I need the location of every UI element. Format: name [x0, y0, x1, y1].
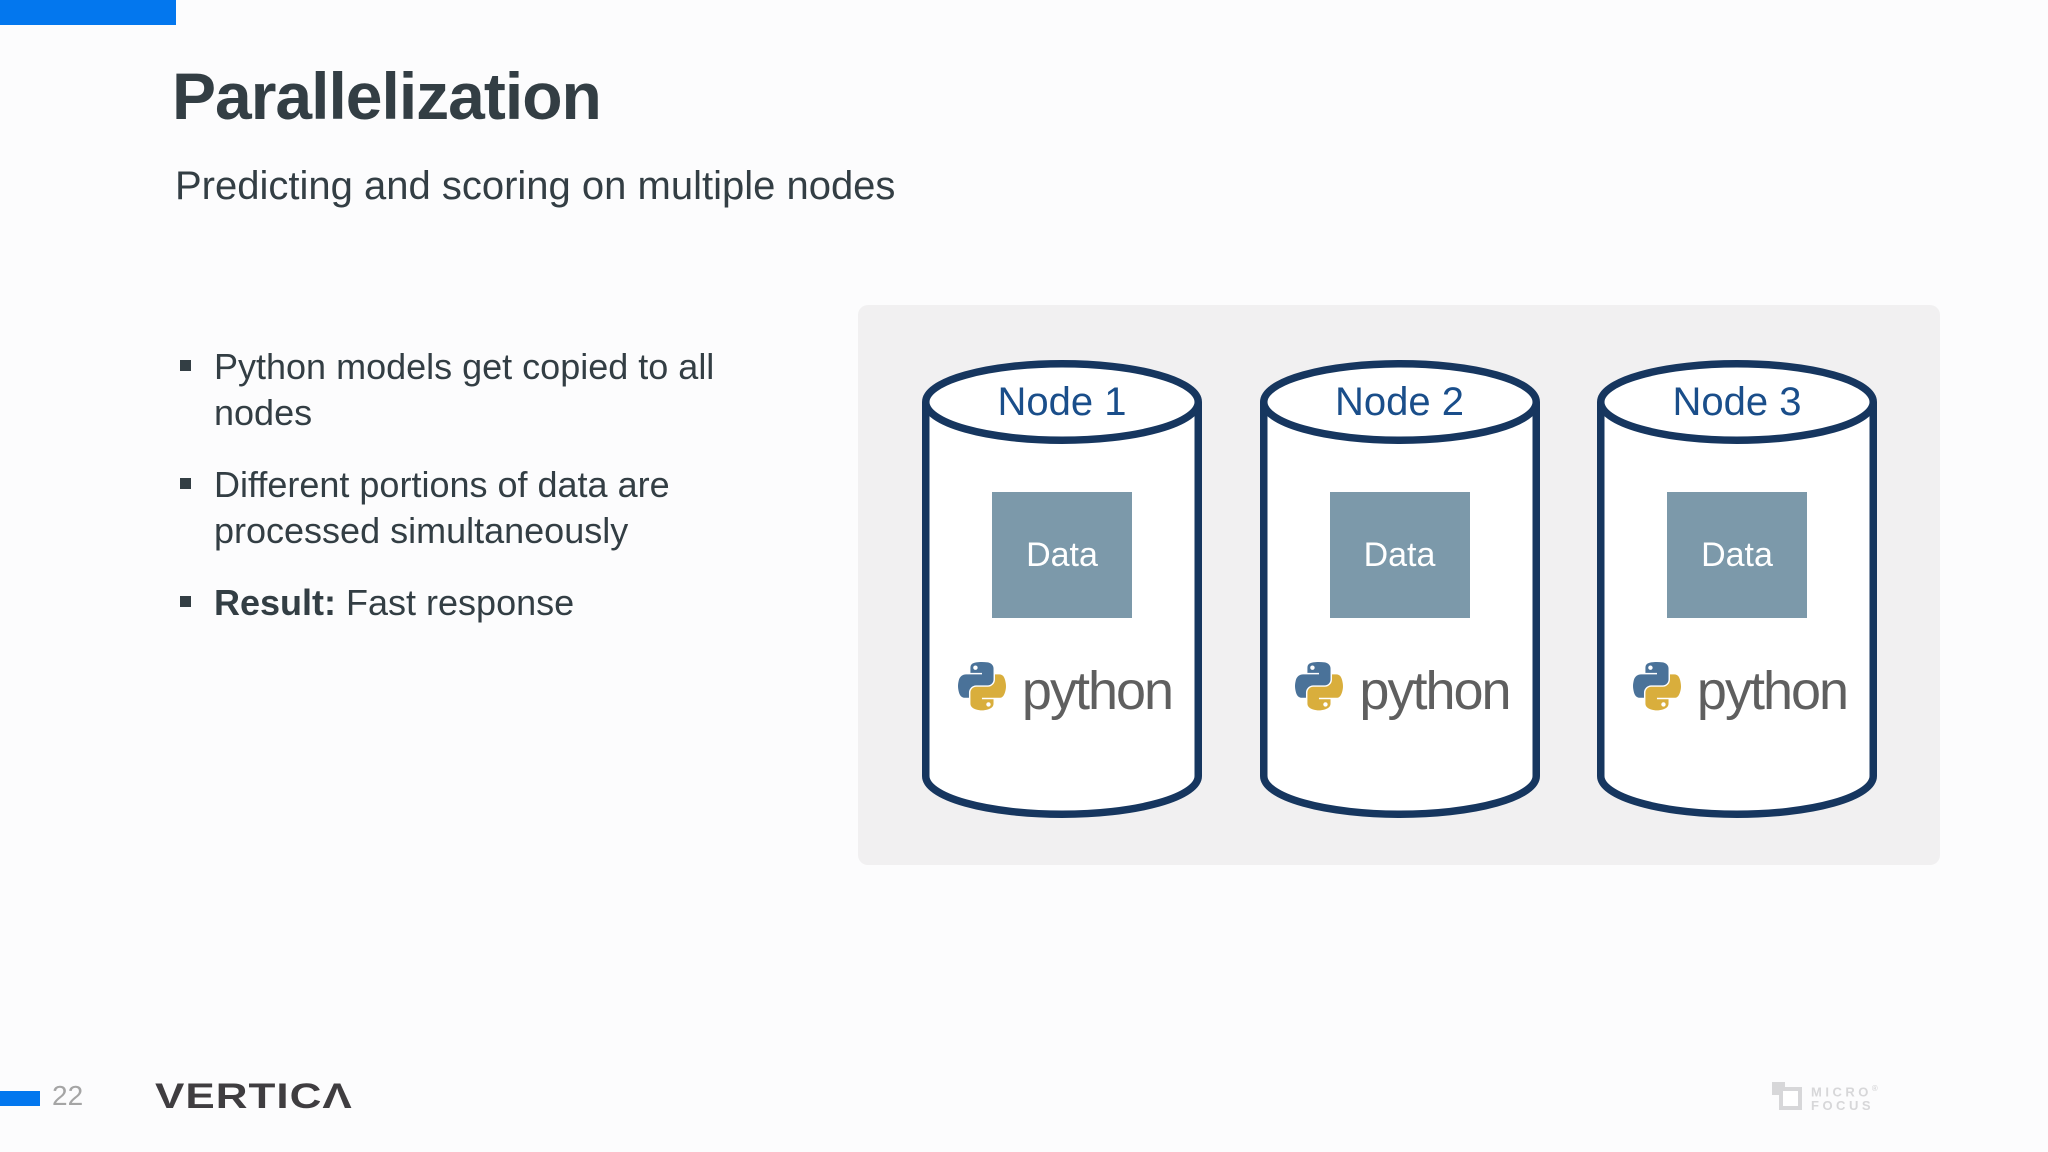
data-box-label: Data	[1363, 535, 1436, 574]
microfocus-icon	[1772, 1080, 1803, 1112]
bullet-bold: Result:	[214, 582, 337, 623]
node-cylinder: Node 3 Data python	[1597, 360, 1877, 818]
node-label: Node 3	[1672, 380, 1802, 424]
nodes-row: Node 1 Data python Node 2 Data	[922, 360, 1877, 818]
node-cylinder: Node 1 Data python	[922, 360, 1202, 818]
python-wordmark: python	[1021, 661, 1174, 721]
data-box: Data	[992, 492, 1132, 618]
data-box-label: Data	[1701, 535, 1773, 574]
python-logo: python	[1260, 658, 1540, 724]
microfocus-wordmark: MICRO® FOCUS	[1811, 1080, 1878, 1113]
python-wordmark: python	[1359, 661, 1511, 721]
python-wordmark: python	[1696, 661, 1849, 721]
data-box-label: Data	[1026, 535, 1098, 574]
python-icon	[1295, 661, 1344, 711]
bullet-text: Fast response	[336, 582, 575, 623]
bullet-text: Different portions of data are processed…	[214, 464, 670, 551]
page-subtitle: Predicting and scoring on multiple nodes	[175, 164, 896, 208]
microfocus-logo: MICRO® FOCUS	[1772, 1080, 1878, 1113]
microfocus-line1: MICRO	[1811, 1084, 1872, 1100]
vertica-logo: VERTICΛ	[155, 1077, 353, 1117]
data-box: Data	[1329, 492, 1470, 618]
bullet-item: Different portions of data are processed…	[178, 462, 778, 554]
top-accent-bar	[0, 0, 176, 25]
bullet-item: Result: Fast response	[178, 580, 778, 626]
python-icon	[1632, 661, 1681, 711]
data-box: Data	[1667, 492, 1807, 618]
diagram-panel: Node 1 Data python Node 2 Data	[858, 305, 1940, 865]
microfocus-line2: FOCUS	[1811, 1098, 1874, 1114]
python-icon	[957, 661, 1006, 711]
page-number: 22	[52, 1080, 84, 1111]
footer-accent-bar	[0, 1091, 40, 1106]
node-label: Node 2	[1335, 380, 1464, 424]
bullet-item: Python models get copied to all nodes	[178, 344, 778, 436]
python-logo: python	[922, 658, 1202, 724]
page-title: Parallelization	[172, 59, 602, 133]
registered-mark: ®	[1871, 1084, 1878, 1093]
node-cylinder: Node 2 Data python	[1259, 360, 1540, 818]
bullet-text: Python models get copied to all nodes	[214, 346, 715, 433]
python-logo: python	[1597, 658, 1877, 724]
node-label: Node 1	[997, 380, 1127, 424]
